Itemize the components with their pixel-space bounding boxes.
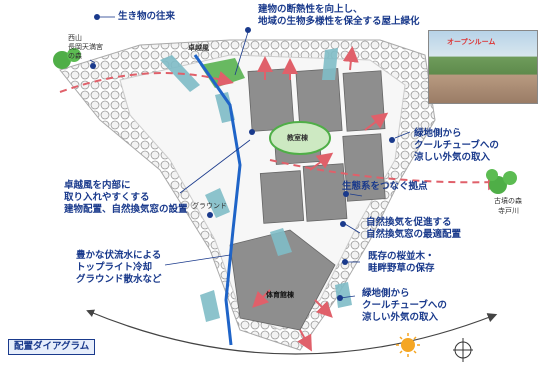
label-fukuryu-3: グラウンド散水など: [76, 274, 162, 285]
label-fukuryu-2: トップライト冷却: [76, 262, 153, 273]
right-forest: [486, 169, 517, 194]
sun-path-arc: [87, 310, 498, 355]
label-fukuryu-1: 豊かな伏流水による: [76, 250, 162, 261]
label-seitaikei: 生態系をつなぐ拠点: [342, 181, 428, 192]
label-takuetsu-inner-2: 取り入れやすくする: [64, 192, 150, 203]
label-midori1-2: クールチューブへの: [414, 140, 499, 151]
label-shizen-2: 自然換気窓の最適配置: [366, 229, 462, 240]
label-midori2-3: 涼しい外気の取入: [362, 312, 439, 323]
label-midori2-1: 緑地側から: [362, 288, 410, 299]
label-midori1-1: 緑地側から: [414, 128, 462, 139]
label-ikimono: 生き物の往来: [118, 11, 176, 22]
label-sakura-2: 畦畔野草の保存: [368, 263, 435, 274]
left-forest: [53, 48, 81, 69]
red-small-arrows: [252, 46, 389, 352]
label-takuetsu-inner-3: 建物配置、自然換気窓の設置: [64, 204, 188, 215]
compass-north-icon: [453, 338, 473, 362]
label-kyoshitsu: 教室棟: [287, 134, 308, 142]
label-takuetsu: 卓越風: [188, 44, 209, 52]
label-kokyo-1: 古墳の森: [494, 197, 522, 205]
label-midori1-3: 涼しい外気の取入: [414, 152, 491, 163]
label-shizen-1: 自然換気を促進する: [366, 217, 452, 228]
label-takuetsu-inner-1: 卓越風を内部に: [64, 180, 131, 191]
label-nishiyama-3: の森: [68, 52, 82, 60]
marker-dots: [90, 14, 395, 301]
label-ground: グラウンド: [192, 202, 227, 210]
wind-flow-curve-mid: [269, 159, 504, 191]
label-nishiyama-2: 長岡天満宮: [68, 43, 103, 51]
legend-title: 配置ダイアグラム: [8, 339, 96, 355]
water-channel: [193, 54, 242, 346]
label-midori2-2: クールチューブへの: [362, 300, 447, 311]
green-roof-photo: オープンルーム: [428, 30, 538, 104]
label-taiikukan: 体育館棟: [266, 291, 294, 299]
wind-flow-curve-top: [59, 71, 234, 93]
label-sakura-1: 既存の桜並木・: [368, 251, 435, 262]
photo-caption: オープンルーム: [447, 38, 496, 46]
sun-icon: [396, 333, 420, 357]
label-kokyo-2: 寺戸川: [498, 207, 519, 215]
label-roof-1: 建物の断熱性を向上し、: [258, 4, 363, 15]
label-roof-2: 地域の生物多様性を保全する屋上緑化: [258, 16, 420, 27]
label-nishiyama-1: 西山: [68, 34, 82, 42]
courtyard-green: [269, 121, 331, 155]
